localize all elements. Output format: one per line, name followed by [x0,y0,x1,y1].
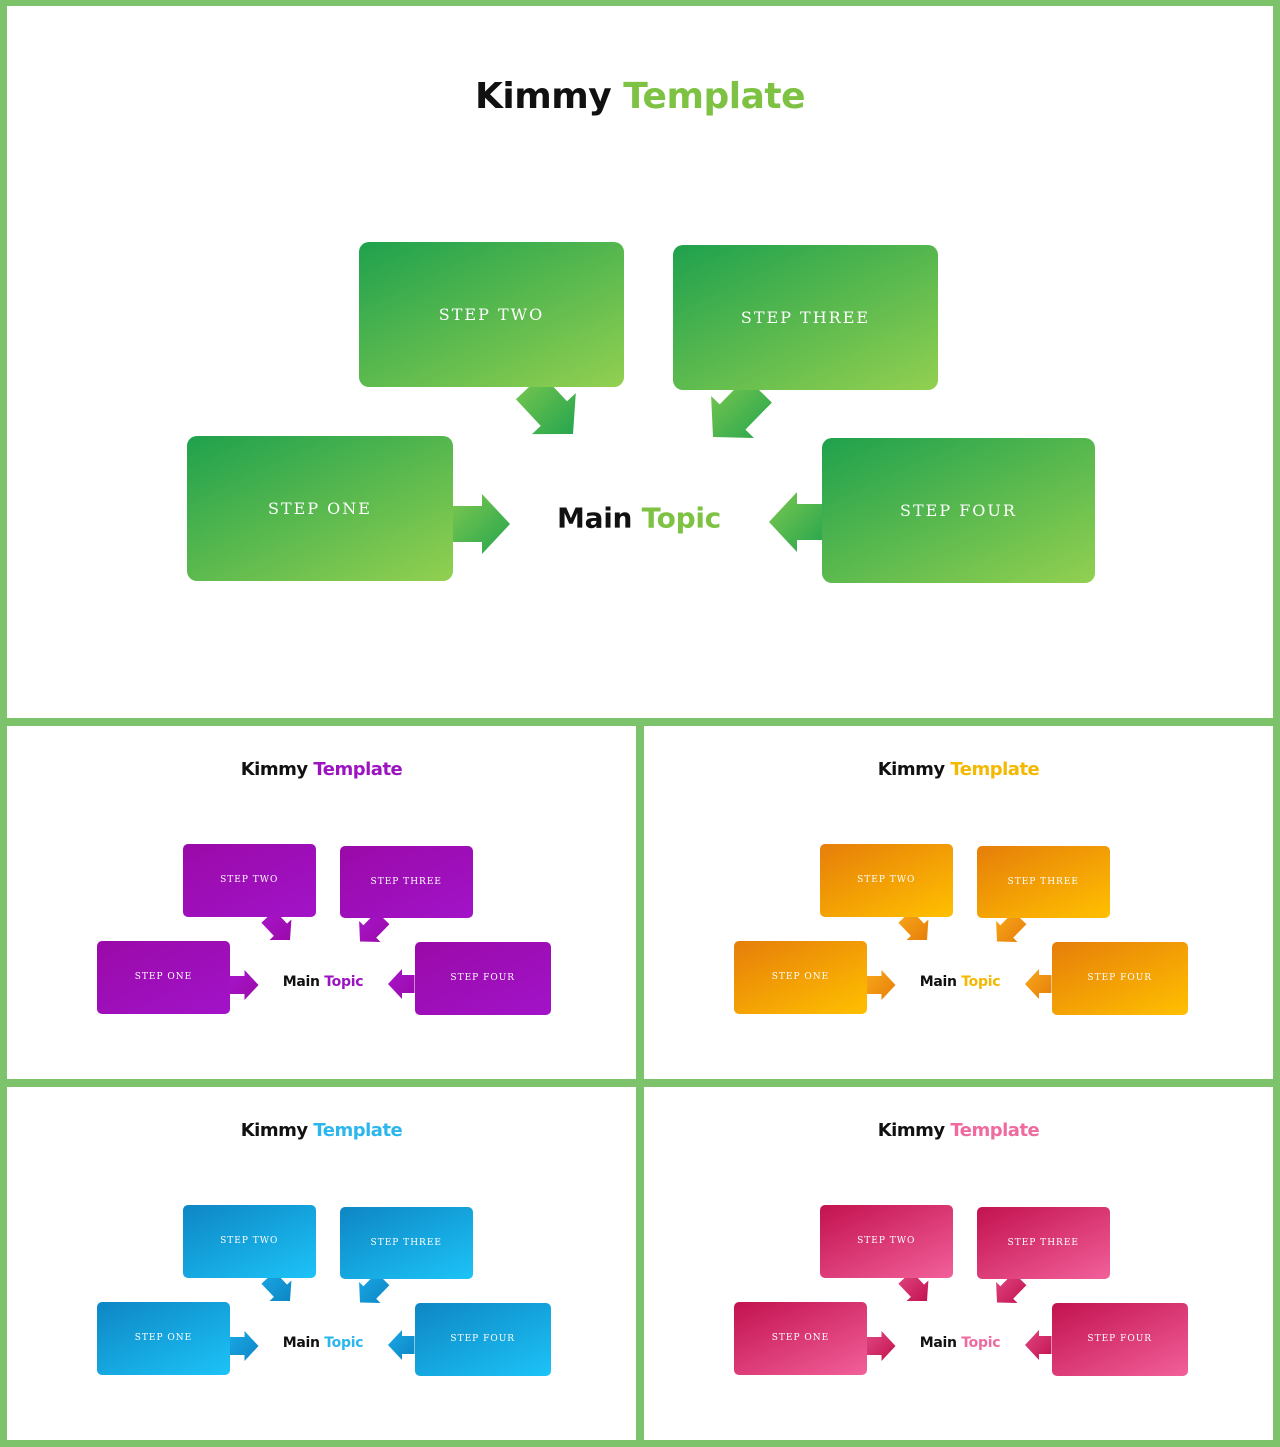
step-four-box: STEP FOUR [414,942,551,1015]
arrow-step-one [230,1331,259,1361]
slide-pink: Kimmy Template STEP TWO STEP THREE STEP ON… [644,1087,1273,1440]
arrow-step-one [867,1331,896,1361]
arrow-step-three [359,911,390,942]
step-three-box: STEP THREE [340,845,473,918]
step-two-box: STEP TWO [359,242,624,387]
arrows-layer [453,374,822,554]
step-three-box: STEP THREE [673,245,938,390]
title-word-kimmy: Kimmy [240,759,308,780]
step-four-box: STEP FOUR [1051,942,1188,1015]
main-topic-label: Main Topic [919,974,1001,990]
title-word-template: Template [313,1120,403,1141]
topic-word: Topic [324,974,364,990]
main-topic-label: Main Topic [557,502,721,535]
title-word-kimmy: Kimmy [474,76,612,117]
arrow-step-two [898,910,929,940]
step-one-box: STEP ONE [97,941,230,1014]
topic-word: Topic [641,501,722,535]
arrow-step-two [261,910,292,940]
slide-title: Kimmy Template [7,759,636,780]
step-two-box: STEP TWO [820,844,953,917]
arrow-step-one [867,970,896,1000]
title-word-template: Template [950,759,1040,780]
title-word-kimmy: Kimmy [877,759,945,780]
step-four-box: STEP FOUR [1051,1303,1188,1376]
arrow-step-three [711,377,772,438]
title-word-template: Template [950,1120,1040,1141]
slide-orange: Kimmy Template STEP TWO STEP THREE STEP ON… [644,726,1273,1079]
step-three-box: STEP THREE [340,1206,473,1279]
step-three-box: STEP THREE [977,845,1110,918]
topic-word: Topic [961,1335,1001,1351]
topic-word: Topic [324,1335,364,1351]
arrow-step-two [898,1271,929,1301]
slide-purple: Kimmy Template STEP TWO STEP THREE STEP ON… [7,726,636,1079]
step-two-box: STEP TWO [820,1205,953,1278]
arrow-step-four [388,1330,415,1360]
title-word-kimmy: Kimmy [877,1120,945,1141]
slide-title: Kimmy Template [7,1120,636,1141]
arrow-step-four [1025,1330,1052,1360]
step-two-box: STEP TWO [183,844,316,917]
arrow-step-three [359,1272,390,1303]
slide-blue: Kimmy Template STEP TWO STEP THREE STEP ON… [7,1087,636,1440]
main-topic-label: Main Topic [919,1335,1001,1351]
topic-word: Topic [961,974,1001,990]
step-three-box: STEP THREE [977,1206,1110,1279]
main-word: Main [919,974,957,990]
slide-title: Kimmy Template [644,759,1273,780]
step-four-box: STEP FOUR [822,438,1095,583]
arrows-layer [867,1271,1052,1361]
main-topic-label: Main Topic [282,1335,364,1351]
arrows-layer [230,1271,415,1361]
main-word: Main [919,1335,957,1351]
slide-title: Kimmy Template [644,1120,1273,1141]
arrows-layer [867,910,1052,1000]
arrow-step-one [230,970,259,1000]
title-word-template: Template [313,759,403,780]
main-word: Main [282,1335,320,1351]
step-two-box: STEP TWO [183,1205,316,1278]
arrow-step-four [769,492,822,552]
slide-title: Kimmy Template [7,76,1273,117]
main-word: Main [282,974,320,990]
main-topic-label: Main Topic [282,974,364,990]
title-word-kimmy: Kimmy [240,1120,308,1141]
arrows-layer [230,910,415,1000]
arrow-step-two [261,1271,292,1301]
arrow-step-four [388,969,415,999]
step-one-box: STEP ONE [97,1302,230,1375]
arrow-step-four [1025,969,1052,999]
arrow-step-three [996,911,1027,942]
main-word: Main [557,501,633,535]
arrow-step-one [453,494,510,554]
arrow-step-three [996,1272,1027,1303]
title-word-template: Template [623,76,805,117]
step-one-box: STEP ONE [187,436,453,581]
step-one-box: STEP ONE [734,941,867,1014]
arrow-step-two [515,374,576,435]
step-four-box: STEP FOUR [414,1303,551,1376]
step-one-box: STEP ONE [734,1302,867,1375]
slide-green: Kimmy Template STEP TWO STEP THREE STEP ON… [7,6,1273,718]
